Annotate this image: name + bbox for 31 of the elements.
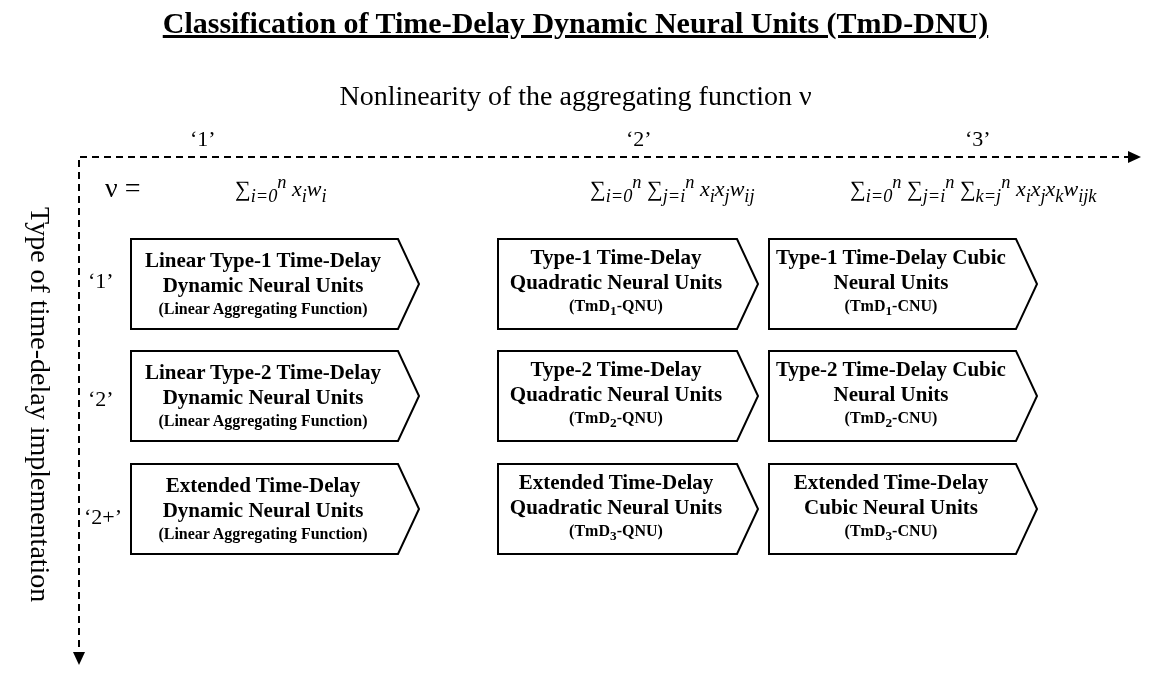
unit-subtitle: (Linear Aggregating Function) [158, 524, 368, 545]
formula-label: ν = [105, 172, 141, 204]
unit-name: Extended Time-Delay Dynamic Neural Units [161, 473, 365, 523]
axis-title: Type of time-delay implementation [24, 206, 56, 605]
formula: ∑$_{i=0}$$^{n}$ x$_{i}$w$_{i}$ [235, 172, 327, 207]
unit-name: Type-1 Time-Delay Cubic Neural Units [775, 245, 1007, 296]
unit-name: Type-2 Time-Delay Cubic Neural Units [775, 357, 1007, 408]
tick-label: ‘2’ [626, 126, 652, 152]
unit-subtitle: (TmD$_{3}$-QNU) [569, 521, 663, 546]
diagram-title: Classification of Time-Delay Dynamic Neural Units (TmD-DNU) [161, 6, 990, 40]
unit-name: Extended Time-Delay Quadratic Neural Units [508, 470, 724, 521]
tick-label: ‘2’ [88, 386, 114, 412]
unit-name: Linear Type-2 Time-Delay Dynamic Neural Units [143, 360, 383, 410]
axis-title: Nonlinearity of the aggregating function ν [338, 80, 813, 112]
unit-subtitle: (TmD$_{3}$-CNU) [844, 521, 938, 546]
unit-name: Type-1 Time-Delay Quadratic Neural Units [508, 245, 724, 296]
tick-label: ‘1’ [88, 268, 114, 294]
tick-label: ‘2+’ [84, 504, 123, 530]
unit-subtitle: (TmD$_{2}$-QNU) [569, 408, 663, 433]
unit-name: Type-2 Time-Delay Quadratic Neural Units [508, 357, 724, 408]
unit-subtitle: (TmD$_{1}$-CNU) [844, 296, 938, 321]
formula: ∑$_{i=0}$$^{n}$ ∑$_{j=i}$$^{n}$ ∑$_{k=j}$$^{n}$ x$_{i}$x$_{j}$x$_{k}$w$_{ijk}$ [850, 172, 1097, 207]
formula: ∑$_{i=0}$$^{n}$ ∑$_{j=i}$$^{n}$ x$_{i}$x$_{j}$w$_{ij}$ [590, 172, 755, 207]
unit-subtitle: (Linear Aggregating Function) [158, 411, 368, 432]
tick-label: ‘3’ [965, 126, 991, 152]
unit-name: Linear Type-1 Time-Delay Dynamic Neural Units [143, 248, 383, 298]
tick-label: ‘1’ [190, 126, 216, 152]
unit-name: Extended Time-Delay Cubic Neural Units [792, 470, 990, 521]
unit-subtitle: (TmD$_{2}$-CNU) [844, 408, 938, 433]
unit-subtitle: (TmD$_{1}$-QNU) [569, 296, 663, 321]
unit-subtitle: (Linear Aggregating Function) [158, 299, 368, 320]
